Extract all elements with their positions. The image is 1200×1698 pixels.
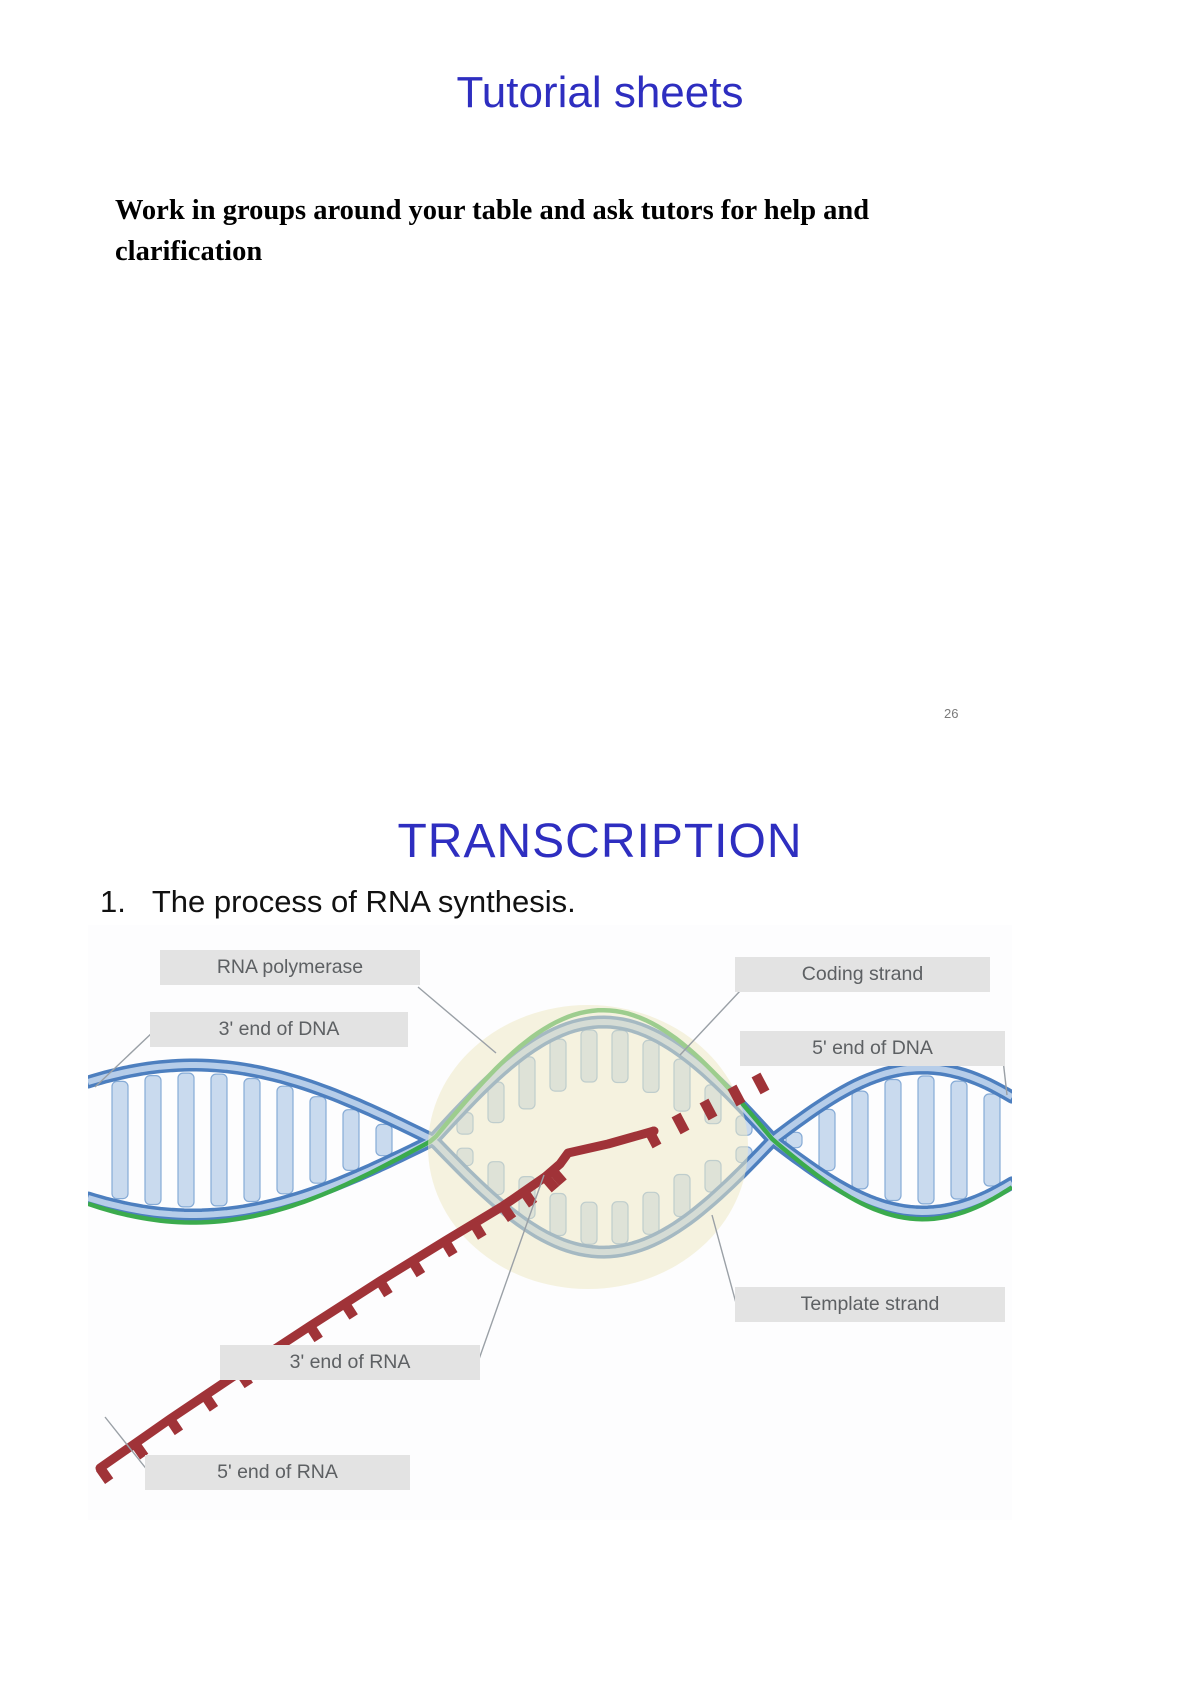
list-item-text: The process of RNA synthesis. <box>151 884 576 919</box>
label-rna-polymerase: RNA polymerase <box>160 950 420 985</box>
label-coding-strand: Coding strand <box>735 957 990 992</box>
label-template-strand: Template strand <box>735 1287 1005 1322</box>
list-item-1: 1. The process of RNA synthesis. <box>100 884 576 920</box>
slide2-title: TRANSCRIPTION <box>397 815 803 868</box>
label-dna-3-end: 3' end of DNA <box>150 1012 408 1047</box>
page-number: 26 <box>944 706 959 721</box>
label-rna-5-end: 5' end of RNA <box>145 1455 410 1490</box>
leader-lines <box>94 986 1008 1472</box>
slide1-body-text: Work in groups around your table and ask… <box>115 195 870 268</box>
label-rna-3-end: 3' end of RNA <box>220 1345 480 1380</box>
label-dna-5-end: 5' end of DNA <box>740 1031 1005 1066</box>
transcription-diagram: RNA polymerase Coding strand 3' end of D… <box>88 925 1012 1520</box>
slide1-title: Tutorial sheets <box>456 68 744 117</box>
dna-transcription-illustration <box>88 986 1012 1484</box>
list-item-number: 1. <box>100 884 126 919</box>
